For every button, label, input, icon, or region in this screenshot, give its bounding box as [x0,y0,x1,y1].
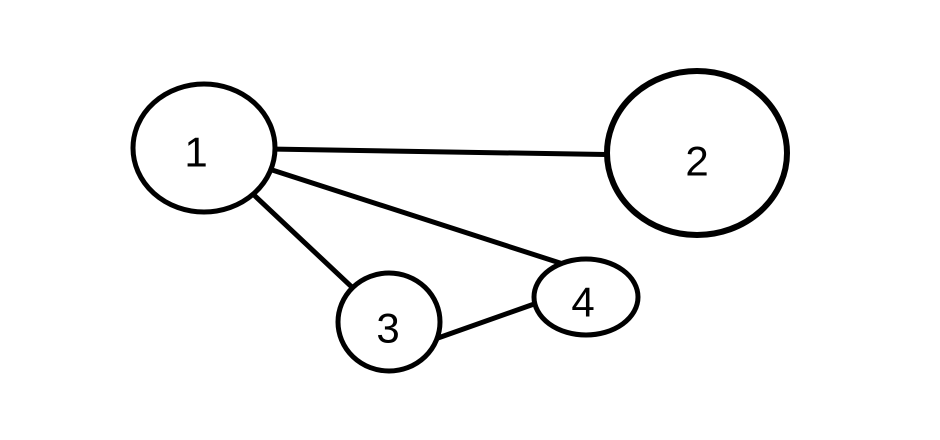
node-2-circle [604,68,790,238]
node-1-label: 1 [184,129,207,176]
node-3-label: 3 [376,305,399,352]
node-4-circle [531,256,641,338]
edge-3-4 [435,300,540,341]
labels-layer: 1 2 3 4 [184,129,708,352]
nodes-layer [130,68,790,374]
node-2-label: 2 [685,138,708,185]
node-3-circle [335,270,443,374]
node-1-circle [130,81,278,215]
node-4-label: 4 [571,279,594,326]
